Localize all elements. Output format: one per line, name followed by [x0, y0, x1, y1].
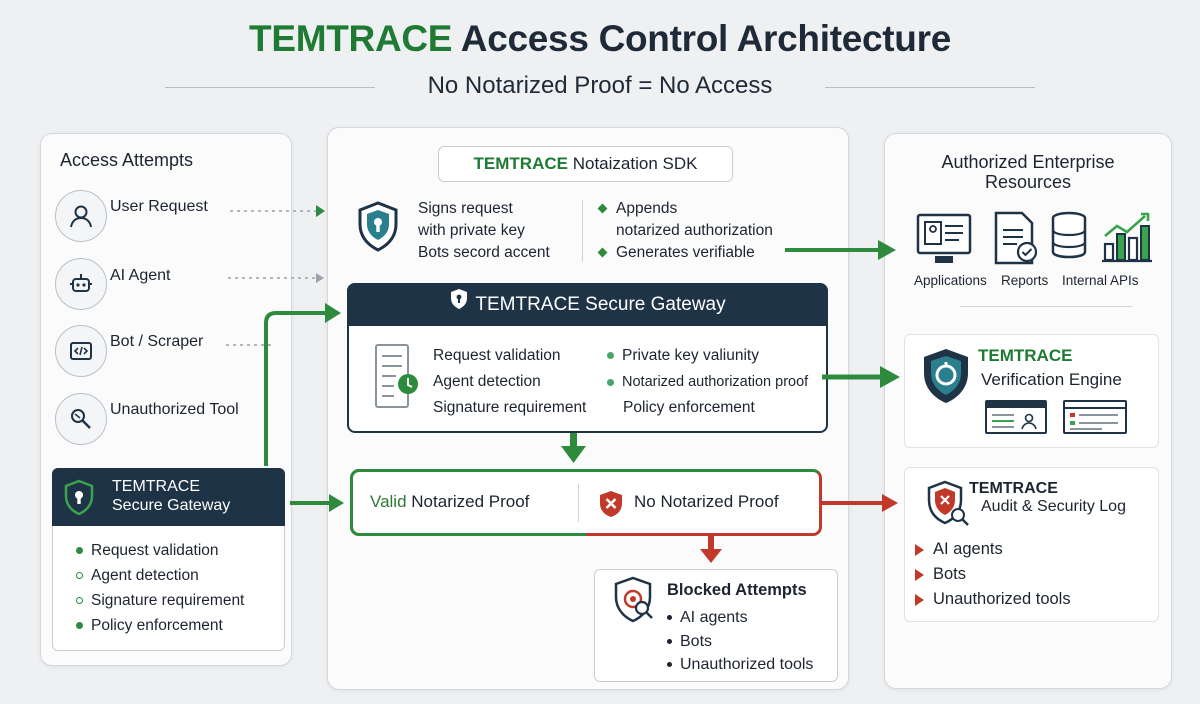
sdk-line: Bots secord accent	[418, 244, 550, 261]
attempt-ai-agent: AI Agent	[110, 267, 171, 284]
chart-growth-icon	[1099, 208, 1153, 269]
blocked-title: Blocked Attempts	[667, 581, 807, 599]
list-item: Policy enforcement	[76, 613, 244, 638]
sdk-right-text: Appends notarized authorization Generate…	[597, 198, 773, 264]
list-item: Request validation	[76, 538, 244, 563]
sdk-brand: TEMTRACE	[473, 154, 568, 173]
subtitle-rule-right	[825, 87, 1035, 88]
sdk-line: notarized authorization	[616, 222, 773, 239]
audit-title: Audit & Security Log	[981, 498, 1126, 515]
dotted-arrowhead-ai	[316, 273, 324, 283]
resources-heading-line: Authorized Enterprise	[941, 152, 1115, 172]
server-check-icon	[372, 342, 422, 415]
shield-lock-icon	[62, 479, 96, 522]
list-item: Unauthorized tools	[915, 587, 1071, 612]
verification-brand: TEMTRACE	[978, 346, 1073, 365]
gateway-item: Notarized authorization proof	[607, 369, 808, 395]
access-attempts-heading: Access Attempts	[60, 150, 194, 170]
user-icon	[55, 190, 107, 242]
code-icon	[55, 325, 107, 377]
gateway-col1: Request validation Agent detection Signa…	[433, 343, 586, 421]
no-proof-label: No Notarized Proof	[634, 492, 779, 511]
list-item: Unauthorized tools	[667, 653, 813, 677]
list-item: AI agents	[915, 537, 1071, 562]
center-gateway-brand: TEMTRACE	[475, 294, 580, 315]
left-gateway-title: TEMTRACE Secure Gateway	[112, 477, 230, 515]
resource-reports: Reports	[1001, 273, 1049, 288]
valid-proof-half	[350, 469, 586, 536]
gateway-item: Request validation	[433, 347, 561, 364]
sdk-line: with private key	[418, 222, 525, 239]
robot-icon	[55, 258, 107, 310]
list-item: Bots	[667, 630, 813, 654]
diagram-subtitle: No Notarized Proof = No Access	[427, 72, 773, 99]
resource-applications: Applications	[914, 273, 987, 288]
sdk-divider	[582, 200, 583, 262]
x-shield-icon	[598, 490, 624, 523]
center-gateway-header: TEMTRACE Secure Gateway	[347, 283, 828, 326]
list-item: Agent detection	[76, 563, 244, 588]
title-text: Access Control Architecture	[460, 18, 951, 59]
gateway-item: Policy enforcement	[623, 399, 755, 416]
reports-icon	[991, 210, 1041, 271]
gateway-item: Signature requirement	[433, 399, 587, 416]
gateway-item: Private key valiunity	[607, 343, 808, 369]
sdk-shield-icon	[355, 200, 401, 259]
left-gateway-name: Secure Gateway	[112, 497, 231, 514]
left-gateway-brand: TEMTRACE	[112, 478, 200, 495]
tool-icon	[55, 393, 107, 445]
gateway-shield-icon	[449, 283, 469, 326]
subtitle-rule-left	[165, 87, 375, 88]
sdk-line: Appends	[597, 198, 773, 220]
database-icon	[1049, 210, 1089, 265]
blocked-target-icon	[612, 576, 658, 633]
dotted-arrowhead-user	[316, 205, 325, 217]
attempt-user-request: User Request	[110, 198, 208, 215]
resource-internal-apis: Internal APIs	[1062, 273, 1139, 288]
verification-title: Verification Engine	[981, 370, 1122, 389]
title-brand: TEMTRACE	[249, 18, 453, 59]
resources-heading: Authorized Enterprise Resources	[884, 152, 1172, 192]
left-gateway-list: Request validation Agent detection Signa…	[76, 538, 244, 638]
blocked-list: AI agents Bots Unauthorized tools	[667, 606, 813, 677]
sdk-title-box: TEMTRACE Notaization SDK	[438, 146, 733, 182]
applications-icon	[915, 212, 973, 271]
id-card-icon	[984, 399, 1048, 440]
gateway-item: Agent detection	[433, 373, 541, 390]
diagram-title: TEMTRACE Access Control Architecture	[0, 18, 1200, 60]
decision-divider	[578, 484, 579, 522]
audit-brand: TEMTRACE	[969, 480, 1058, 497]
list-item: AI agents	[667, 606, 813, 630]
sdk-line: Generates verifiable	[597, 242, 773, 264]
audit-shield-icon	[925, 480, 971, 533]
audit-list: AI agents Bots Unauthorized tools	[915, 537, 1071, 612]
attempt-unauthorized-tool: Unauthorized Tool	[110, 401, 239, 418]
attempt-bot-scraper: Bot / Scraper	[110, 333, 204, 350]
form-doc-icon	[1062, 399, 1128, 440]
list-item: Bots	[915, 562, 1071, 587]
verification-shield-icon	[918, 346, 974, 413]
sdk-line: Signs request	[418, 200, 513, 217]
sdk-title: Notaization SDK	[572, 154, 698, 173]
gateway-col2: Private key valiunity Notarized authoriz…	[607, 343, 808, 421]
resources-heading-line: Resources	[984, 172, 1072, 192]
list-item: Signature requirement	[76, 588, 244, 613]
sdk-left-text: Signs request with private key Bots seco…	[418, 198, 550, 264]
proof-decision-box	[350, 469, 822, 536]
resources-divider	[960, 306, 1132, 307]
valid-proof-label: Valid Notarized Proof	[370, 492, 530, 511]
center-gateway-name: Secure Gateway	[585, 294, 726, 315]
